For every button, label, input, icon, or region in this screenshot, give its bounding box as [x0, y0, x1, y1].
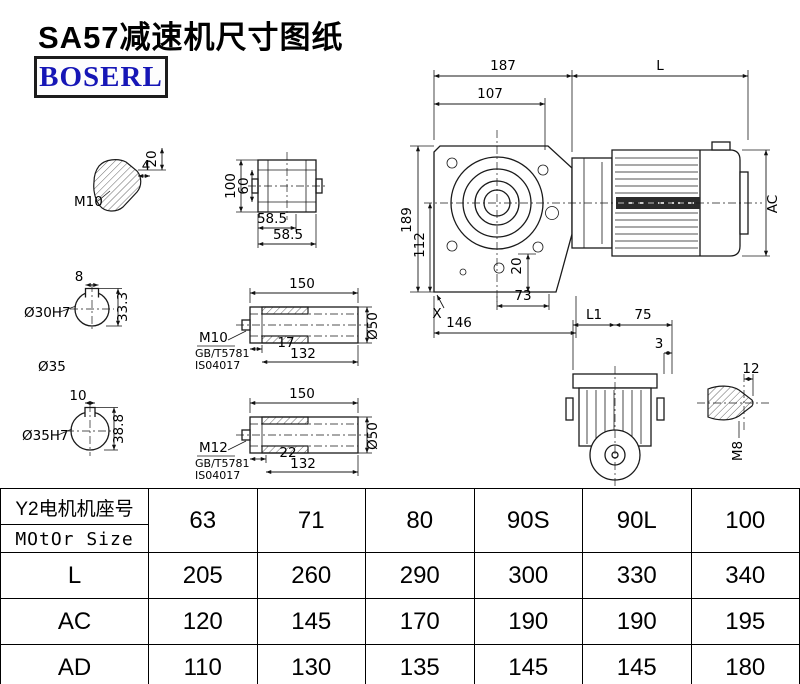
- size-cell: 80: [365, 488, 475, 553]
- row-label: AD: [0, 644, 149, 684]
- dim-33-3: 33.3: [115, 292, 131, 322]
- label-dia35h7: Ø35H7: [22, 428, 69, 444]
- value-cell: 145: [582, 644, 692, 684]
- dim-3: 3: [655, 336, 664, 352]
- view-main-assembly: 187 L 107 189 112 20 73 146 X: [399, 58, 781, 338]
- dim-4: 4: [142, 158, 151, 174]
- size-cell: 71: [256, 488, 366, 553]
- dim-100: 100: [223, 173, 239, 199]
- size-cell: 100: [690, 488, 800, 553]
- value-cell: 110: [148, 644, 258, 684]
- value-cell: 205: [148, 552, 258, 599]
- value-cell: 170: [365, 598, 475, 645]
- view-flange-top: 100 60 58.5 58.5: [223, 152, 326, 248]
- thread-label-m10: M10: [199, 330, 228, 346]
- dim-112: 112: [412, 232, 428, 258]
- label-dia30h7: Ø30H7: [24, 305, 71, 321]
- value-cell: 260: [256, 552, 366, 599]
- gearbox-housing: [433, 145, 573, 293]
- dim-20-key: 20: [144, 150, 160, 167]
- view-rear: L1 75 3: [565, 307, 673, 486]
- shaft-end-shape: [93, 159, 142, 212]
- row-label: L: [0, 552, 149, 599]
- dim-132-lower: 132: [290, 456, 316, 472]
- brand-logo: BOSERL: [34, 56, 168, 98]
- dim-dia50-upper: Ø50: [365, 312, 381, 340]
- standard-gb-upper: GB/T5781: [195, 347, 250, 360]
- technical-drawing: 187 L 107 189 112 20 73 146 X: [22, 58, 781, 486]
- value-cell: 190: [473, 598, 583, 645]
- view-hollow-shaft-upper: 150 M10 GB/T5781 IS04017 17 132 Ø50: [195, 276, 381, 372]
- dim-132-upper: 132: [290, 346, 316, 362]
- size-cell: 90L: [582, 488, 692, 553]
- value-cell: 145: [256, 598, 366, 645]
- table-row-header: Y2电机机座号 MOtOr Size 63 71 80 90S 90L 100: [0, 488, 800, 553]
- dim-60: 60: [236, 177, 252, 194]
- thread-label-m10-end: M10: [74, 194, 103, 210]
- value-cell: 195: [690, 598, 800, 645]
- table-row-AC: AC 120 145 170 190 190 195: [0, 598, 800, 645]
- dim-10: 10: [69, 388, 86, 404]
- view-plug-tip: 12 M8: [697, 361, 770, 461]
- row-label: AC: [0, 598, 149, 645]
- value-cell: 300: [473, 552, 583, 599]
- page-title: SA57减速机尺寸图纸: [38, 20, 344, 55]
- standard-iso-lower: IS04017: [195, 469, 240, 482]
- view-hollow-shaft-lower: 150 M12 GB/T5781 IS04017 22 132 Ø50: [195, 386, 381, 482]
- value-cell: 130: [256, 644, 366, 684]
- motor-size-header-cn: Y2电机机座号: [1, 489, 148, 525]
- dim-motor-length-L: L: [656, 58, 664, 74]
- dim-187: 187: [490, 58, 516, 74]
- dim-189: 189: [399, 207, 415, 233]
- view-section-shaft-30: 8 Ø30H7 33.3: [24, 269, 131, 332]
- size-cell: 90S: [473, 488, 583, 553]
- dim-107: 107: [477, 86, 503, 102]
- thread-label-m8: M8: [730, 441, 746, 461]
- dim-22: 22: [279, 445, 296, 461]
- value-cell: 135: [365, 644, 475, 684]
- motor-size-header: Y2电机机座号 MOtOr Size: [0, 488, 149, 553]
- table-row-AD: AD 110 130 135 145 145 180: [0, 644, 800, 684]
- value-cell: 340: [690, 552, 800, 599]
- table-row-L: L 205 260 290 300 330 340: [0, 552, 800, 599]
- motor-size-header-en: MOtOr Size: [15, 529, 134, 550]
- dim-73: 73: [514, 288, 531, 304]
- dim-20: 20: [509, 257, 525, 274]
- dim-dia50-lower: Ø50: [365, 422, 381, 450]
- dim-75: 75: [634, 307, 651, 323]
- size-cell: 63: [148, 488, 258, 553]
- dim-58-5-b: 58.5: [273, 227, 303, 243]
- dim-150-lower: 150: [289, 386, 315, 402]
- thread-label-m12: M12: [199, 440, 228, 456]
- dim-L1: L1: [586, 307, 602, 323]
- standard-gb-lower: GB/T5781: [195, 457, 250, 470]
- dim-58-5-a: 58.5: [257, 211, 287, 227]
- value-cell: 330: [582, 552, 692, 599]
- value-cell: 120: [148, 598, 258, 645]
- dim-AC: AC: [765, 195, 781, 213]
- dim-17: 17: [277, 335, 294, 351]
- dim-12: 12: [742, 361, 759, 377]
- view-shaft-end-key: M10 4 20: [74, 148, 166, 212]
- dim-146: 146: [446, 315, 472, 331]
- value-cell: 290: [365, 552, 475, 599]
- value-cell: 190: [582, 598, 692, 645]
- standard-iso-upper: IS04017: [195, 359, 240, 372]
- dimension-table: Y2电机机座号 MOtOr Size 63 71 80 90S 90L 100 …: [0, 488, 800, 684]
- view-marker-X: X: [432, 306, 441, 322]
- value-cell: 145: [473, 644, 583, 684]
- dim-150-upper: 150: [289, 276, 315, 292]
- dim-8: 8: [75, 269, 84, 285]
- label-dia35: Ø35: [38, 359, 66, 375]
- value-cell: 180: [690, 644, 800, 684]
- dim-38-8: 38.8: [111, 414, 127, 444]
- view-section-shaft-35: Ø35 10 Ø35H7 38.8: [22, 359, 127, 456]
